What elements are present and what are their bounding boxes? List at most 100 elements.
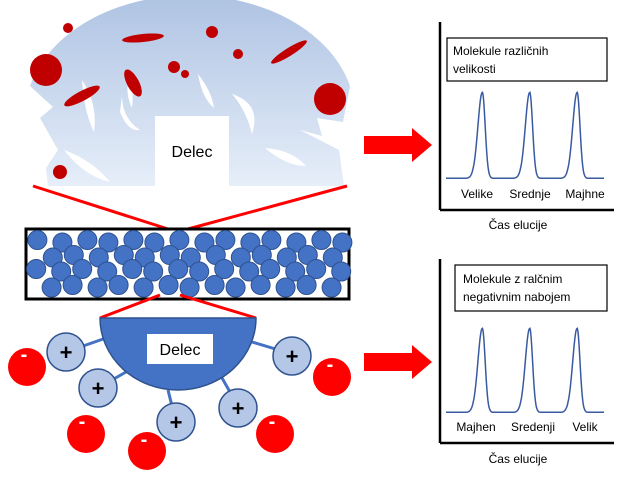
positive-group: + (272, 336, 312, 376)
porous-particle-group: Delec (30, 0, 350, 186)
column-bead (168, 259, 189, 279)
column-bead (189, 261, 210, 282)
column-bead (62, 275, 83, 295)
column-bead (332, 232, 353, 253)
molecule-elongated (122, 33, 164, 43)
minus-sign: - (21, 344, 28, 366)
particle-label: Delec (172, 144, 213, 161)
peak-label: Velike (461, 187, 493, 201)
minus-sign: - (269, 411, 276, 433)
chart-title-box (446, 37, 608, 82)
column-bead (215, 230, 236, 250)
molecule-small (206, 26, 218, 38)
particle-label-box (147, 334, 213, 364)
molecule-small (233, 49, 243, 59)
minus-sign: - (79, 411, 86, 433)
plus-sign: + (92, 376, 105, 401)
column-bead (331, 261, 352, 282)
peak-label: Majhne (565, 187, 605, 201)
molecule-elongated (124, 69, 142, 97)
column-bead (261, 230, 282, 250)
column-bead (144, 232, 165, 253)
column-bead (275, 277, 296, 298)
column-bead (51, 261, 72, 282)
peak-label: Majhen (456, 420, 495, 434)
positive-group: + (46, 332, 86, 372)
column-beads (26, 230, 353, 298)
column-bead (123, 230, 144, 250)
column-bead (321, 277, 342, 298)
column-bead (158, 275, 179, 295)
column-bead (286, 232, 307, 253)
molecule-elongated (64, 85, 100, 107)
column-bead (26, 259, 47, 279)
column-bead (122, 259, 143, 279)
arrow-right-bottom (364, 345, 432, 379)
column-bead (52, 232, 73, 253)
pore (198, 74, 214, 108)
pore (265, 148, 306, 166)
plus-sign: + (286, 344, 299, 369)
plus-sign: + (170, 410, 183, 435)
negative-molecule: - (128, 429, 166, 470)
top-molecules (30, 23, 346, 179)
molecule-elongated (271, 40, 307, 64)
column-bead (98, 232, 119, 253)
column-bead (179, 277, 200, 298)
molecule-large (30, 54, 62, 86)
column-bead (214, 259, 235, 279)
zoom-line (99, 293, 161, 320)
x-axis-label: Čas elucije (489, 451, 548, 466)
negative-molecule: - (8, 344, 46, 386)
zoom-line (179, 293, 257, 320)
molecule-small (168, 61, 180, 73)
column-bead (87, 277, 108, 298)
peak-label: Srednje (509, 187, 551, 201)
column-bead (239, 261, 260, 282)
chart-title-line: Molekule različnih (453, 44, 548, 58)
arrow-right-top (364, 128, 432, 162)
column-bead (306, 259, 327, 279)
plus-sign: + (60, 340, 73, 365)
column-bead (143, 261, 164, 282)
chart-title-line: negativnim nabojem (463, 290, 570, 304)
negative-molecule: - (67, 411, 105, 453)
column (24, 227, 353, 301)
column-bead (133, 277, 154, 298)
molecule-small (181, 70, 189, 78)
zoom-line (32, 184, 169, 231)
column-bead (97, 261, 118, 282)
chromatogram-size: Molekule različnih velikosti Velike Sred… (438, 22, 614, 232)
chart-title-box (454, 264, 608, 312)
column-bead (260, 259, 281, 279)
column-bead (72, 259, 93, 279)
chart-title-line: velikosti (453, 62, 496, 76)
x-axis-label: Čas elucije (489, 217, 548, 232)
column-bead (77, 230, 98, 250)
pore (64, 150, 110, 182)
column-bead (296, 275, 317, 295)
column-bead (41, 277, 62, 298)
arrows (364, 128, 432, 379)
zoom-line (187, 184, 348, 231)
molecule-large (314, 83, 346, 115)
chromatogram-charge: Molekule z ralčnim negativnim nabojem Ma… (438, 259, 614, 466)
particle-label: Delec (160, 342, 201, 359)
porous-particle (30, 0, 350, 186)
positive-group: + (78, 368, 118, 408)
peak-label: Velik (572, 420, 598, 434)
negative-molecule: - (313, 354, 351, 396)
elution-curve (446, 327, 604, 414)
column-bead (225, 277, 246, 298)
molecule-small (53, 165, 67, 179)
plus-sign: + (232, 396, 245, 421)
molecule-small (63, 23, 73, 33)
column-bead (285, 261, 306, 282)
column-bead (250, 275, 271, 295)
ion-exchange-group: Delec + + + + + - - (8, 317, 351, 470)
particle-label-box (155, 116, 229, 186)
column-bead (240, 232, 261, 253)
column-bead (27, 230, 48, 250)
elution-curve (446, 91, 604, 180)
